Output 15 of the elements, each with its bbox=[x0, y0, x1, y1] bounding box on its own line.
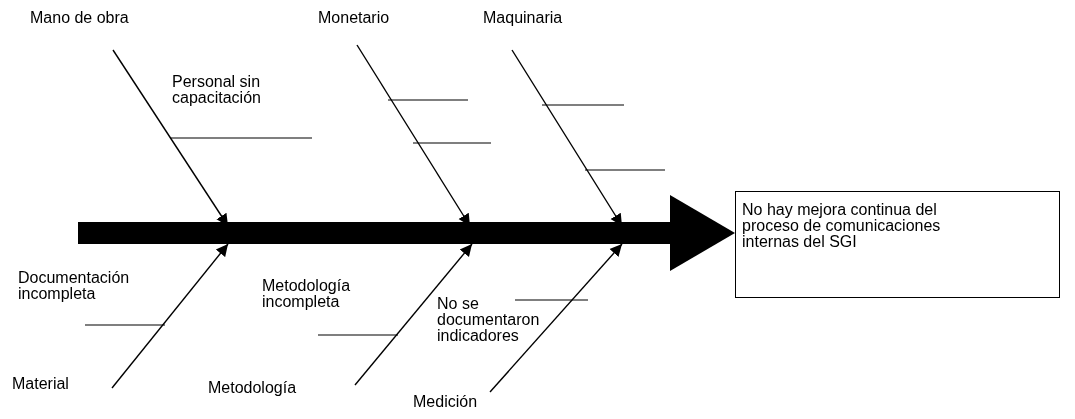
cause-arrow bbox=[111, 243, 229, 389]
category-label: Medición bbox=[413, 394, 478, 410]
category-label: Maquinaria bbox=[483, 10, 563, 26]
sub-cause-label: Documentación incompleta bbox=[18, 270, 131, 302]
category-label: Metodología bbox=[208, 380, 297, 396]
category-label: Mano de obra bbox=[30, 10, 129, 26]
spine-arrow bbox=[78, 195, 735, 271]
effect-box: No hay mejora continua del proceso de comunicaciones internas del SGI bbox=[735, 191, 1060, 298]
cause-arrow bbox=[354, 243, 473, 386]
sub-cause-label: Personal sin capacitación bbox=[172, 74, 262, 106]
category-label: Monetario bbox=[318, 10, 390, 26]
category-label: Material bbox=[12, 376, 69, 392]
sub-cause-label: Metodología incompleta bbox=[262, 278, 352, 310]
sub-cause-label: No se documentaron indicadores bbox=[437, 296, 541, 344]
cause-arrow bbox=[489, 243, 623, 393]
